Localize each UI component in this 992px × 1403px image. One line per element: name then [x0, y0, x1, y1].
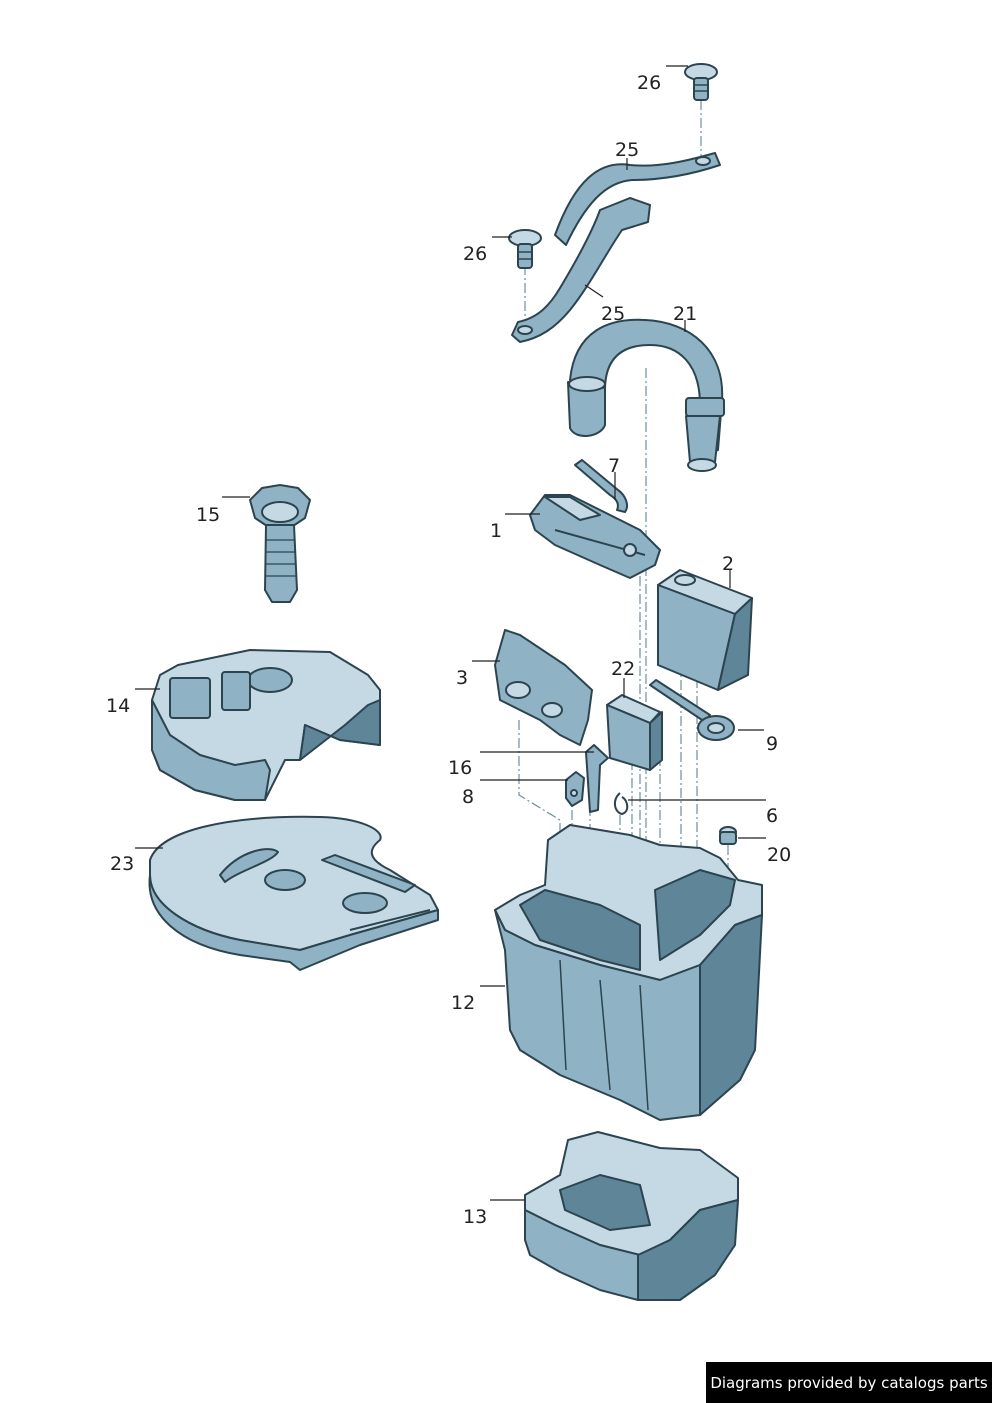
callout-21: 21 — [673, 303, 697, 325]
part-12-storage-box[interactable] — [494, 824, 763, 1121]
part-3-cover[interactable] — [494, 629, 593, 746]
callout-26-lower: 26 — [463, 243, 487, 265]
callout-15: 15 — [196, 504, 220, 526]
part-7-rod[interactable] — [574, 459, 628, 513]
callout-20: 20 — [767, 844, 791, 866]
part-15-knob-screw[interactable] — [249, 484, 311, 603]
part-22-block[interactable] — [606, 694, 663, 771]
callout-22: 22 — [611, 658, 635, 680]
part-25-upper-strap[interactable] — [554, 152, 721, 246]
part-25-lower-strap[interactable] — [511, 197, 651, 343]
callout-26-upper: 26 — [637, 72, 661, 94]
part-21-hook[interactable] — [567, 318, 725, 472]
callout-6: 6 — [766, 805, 778, 827]
credit-banner: Diagrams provided by catalogs parts — [706, 1362, 992, 1403]
credit-text: Diagrams provided by catalogs parts — [710, 1373, 988, 1392]
part-26-lower-screw[interactable] — [508, 229, 542, 269]
callout-3: 3 — [456, 667, 468, 689]
part-8-clip[interactable] — [565, 771, 585, 807]
part-14-foam-holder[interactable] — [151, 649, 381, 801]
callout-14: 14 — [106, 695, 130, 717]
part-9-tow-eye[interactable] — [649, 679, 735, 741]
part-26-upper-screw[interactable] — [684, 63, 718, 101]
leader-lines — [135, 65, 766, 1201]
callout-12: 12 — [451, 992, 475, 1014]
callout-labels: 26 25 26 25 21 7 1 2 3 22 9 16 8 6 20 15… — [106, 72, 791, 1228]
callout-7: 7 — [608, 455, 620, 477]
part-20-plug[interactable] — [719, 826, 737, 845]
part-6-spring-clip[interactable] — [614, 792, 629, 815]
part-2-box[interactable] — [657, 569, 753, 691]
callout-8: 8 — [462, 786, 474, 808]
callout-25-lower: 25 — [601, 303, 625, 325]
part-13-lower-tray[interactable] — [524, 1131, 739, 1301]
callout-13: 13 — [463, 1206, 487, 1228]
callout-16: 16 — [448, 757, 472, 779]
part-16-hex-key[interactable] — [585, 744, 609, 813]
callout-23: 23 — [110, 853, 134, 875]
part-1-jack[interactable] — [529, 494, 661, 579]
callout-25-upper: 25 — [615, 139, 639, 161]
callout-9: 9 — [766, 733, 778, 755]
part-23-mat[interactable] — [148, 815, 439, 971]
callout-1: 1 — [490, 520, 502, 542]
callout-2: 2 — [722, 553, 734, 575]
